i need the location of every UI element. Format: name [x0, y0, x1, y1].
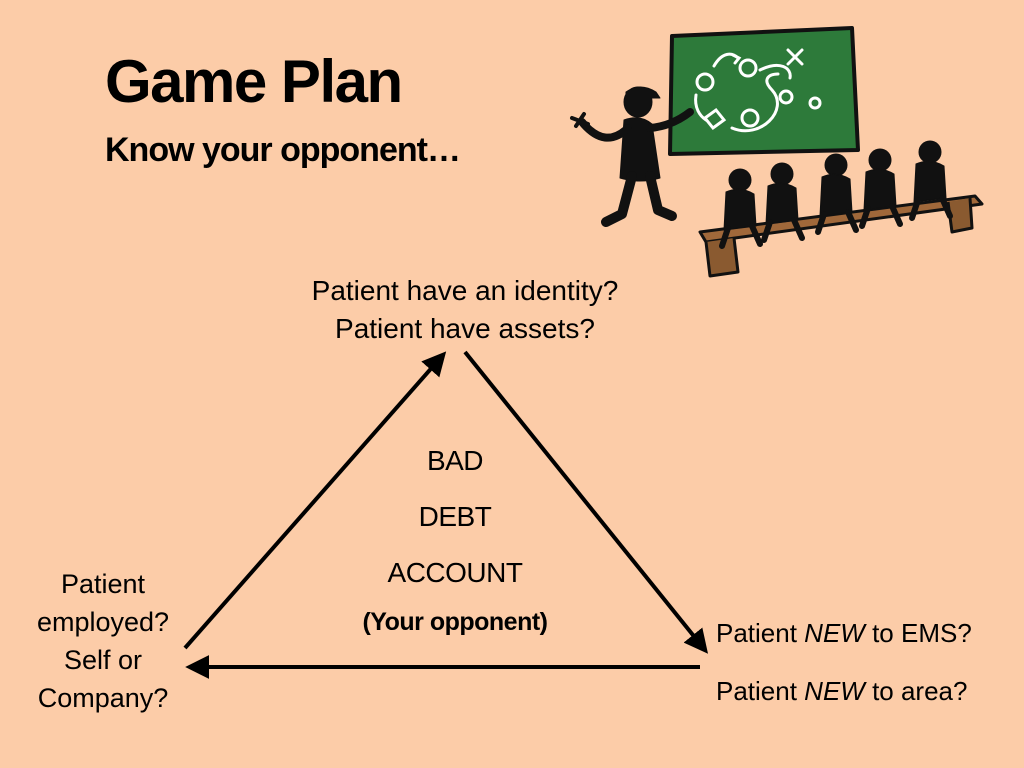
center-label: BAD DEBT ACCOUNT (Your opponent)	[320, 433, 590, 647]
left-node-line: Patient	[60, 569, 146, 599]
right-node-line-2: Patient NEW to area?	[716, 662, 972, 720]
emphasis-text: NEW	[804, 676, 865, 706]
right-node-questions: Patient NEW to EMS? Patient NEW to area?	[716, 604, 972, 720]
center-line: (Your opponent)	[362, 608, 548, 636]
page-title: Game Plan	[105, 48, 403, 115]
left-node-line: employed?	[36, 607, 170, 637]
right-node-line-1: Patient NEW to EMS?	[716, 604, 972, 662]
top-node-questions: Patient have an identity? Patient have a…	[240, 272, 690, 348]
coach-illustration	[570, 26, 984, 278]
text-segment: Patient	[716, 676, 805, 706]
left-node-line: Self or	[63, 645, 143, 675]
top-node-line: Patient have an identity?	[311, 275, 619, 306]
center-line: BAD	[426, 445, 484, 476]
coach-icon	[570, 86, 694, 227]
chalkboard-icon	[668, 26, 860, 156]
text-segment: to EMS?	[864, 618, 972, 648]
left-node-questions: Patient employed? Self or Company?	[18, 565, 188, 717]
bench-icon	[698, 194, 984, 278]
players-icon	[719, 140, 953, 249]
emphasis-text: NEW	[804, 618, 865, 648]
arrow-left-to-top	[183, 351, 447, 650]
page-subtitle: Know your opponent…	[105, 131, 461, 169]
top-node-line: Patient have assets?	[335, 313, 595, 344]
left-node-line: Company?	[37, 683, 169, 713]
center-line: ACCOUNT	[387, 557, 523, 588]
text-segment: to area?	[864, 676, 968, 706]
center-line: DEBT	[418, 501, 492, 532]
arrow-top-to-right	[463, 350, 709, 654]
text-segment: Patient	[716, 618, 805, 648]
